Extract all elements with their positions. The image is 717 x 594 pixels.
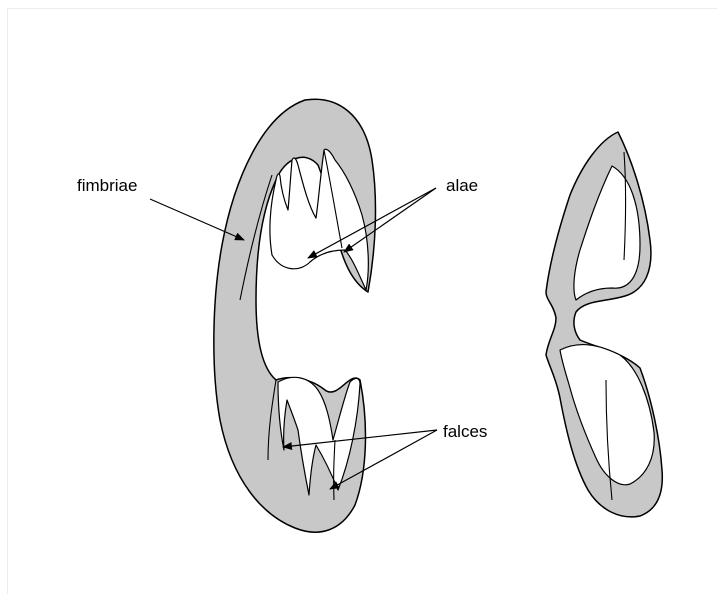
right-specimen [545, 131, 664, 518]
left-specimen [213, 98, 377, 533]
arrow-alae-1 [307, 187, 437, 259]
label-alae: alae [446, 176, 479, 195]
figure-frame [7, 8, 717, 594]
right-lower-line [605, 379, 613, 501]
lower-hollow [277, 376, 361, 496]
fimbria-line [239, 174, 273, 301]
label-falces: falces [443, 422, 488, 441]
arrow-falces-2 [329, 429, 438, 490]
right-lower-hollow [559, 344, 655, 486]
lower-falx-line-right [333, 439, 336, 501]
arrow-alae-2 [343, 187, 437, 253]
right-upper-hollow [573, 165, 641, 301]
label-arrows [149, 187, 438, 490]
upper-ala-inner-line [323, 149, 343, 249]
arrow-falces-1 [282, 429, 438, 450]
upper-hollow [269, 148, 369, 291]
right-upper-line [623, 151, 627, 261]
label-fimbriae: fimbriae [77, 176, 138, 195]
arrow-fimbriae [149, 198, 245, 241]
lower-falx-line-left [267, 379, 277, 461]
